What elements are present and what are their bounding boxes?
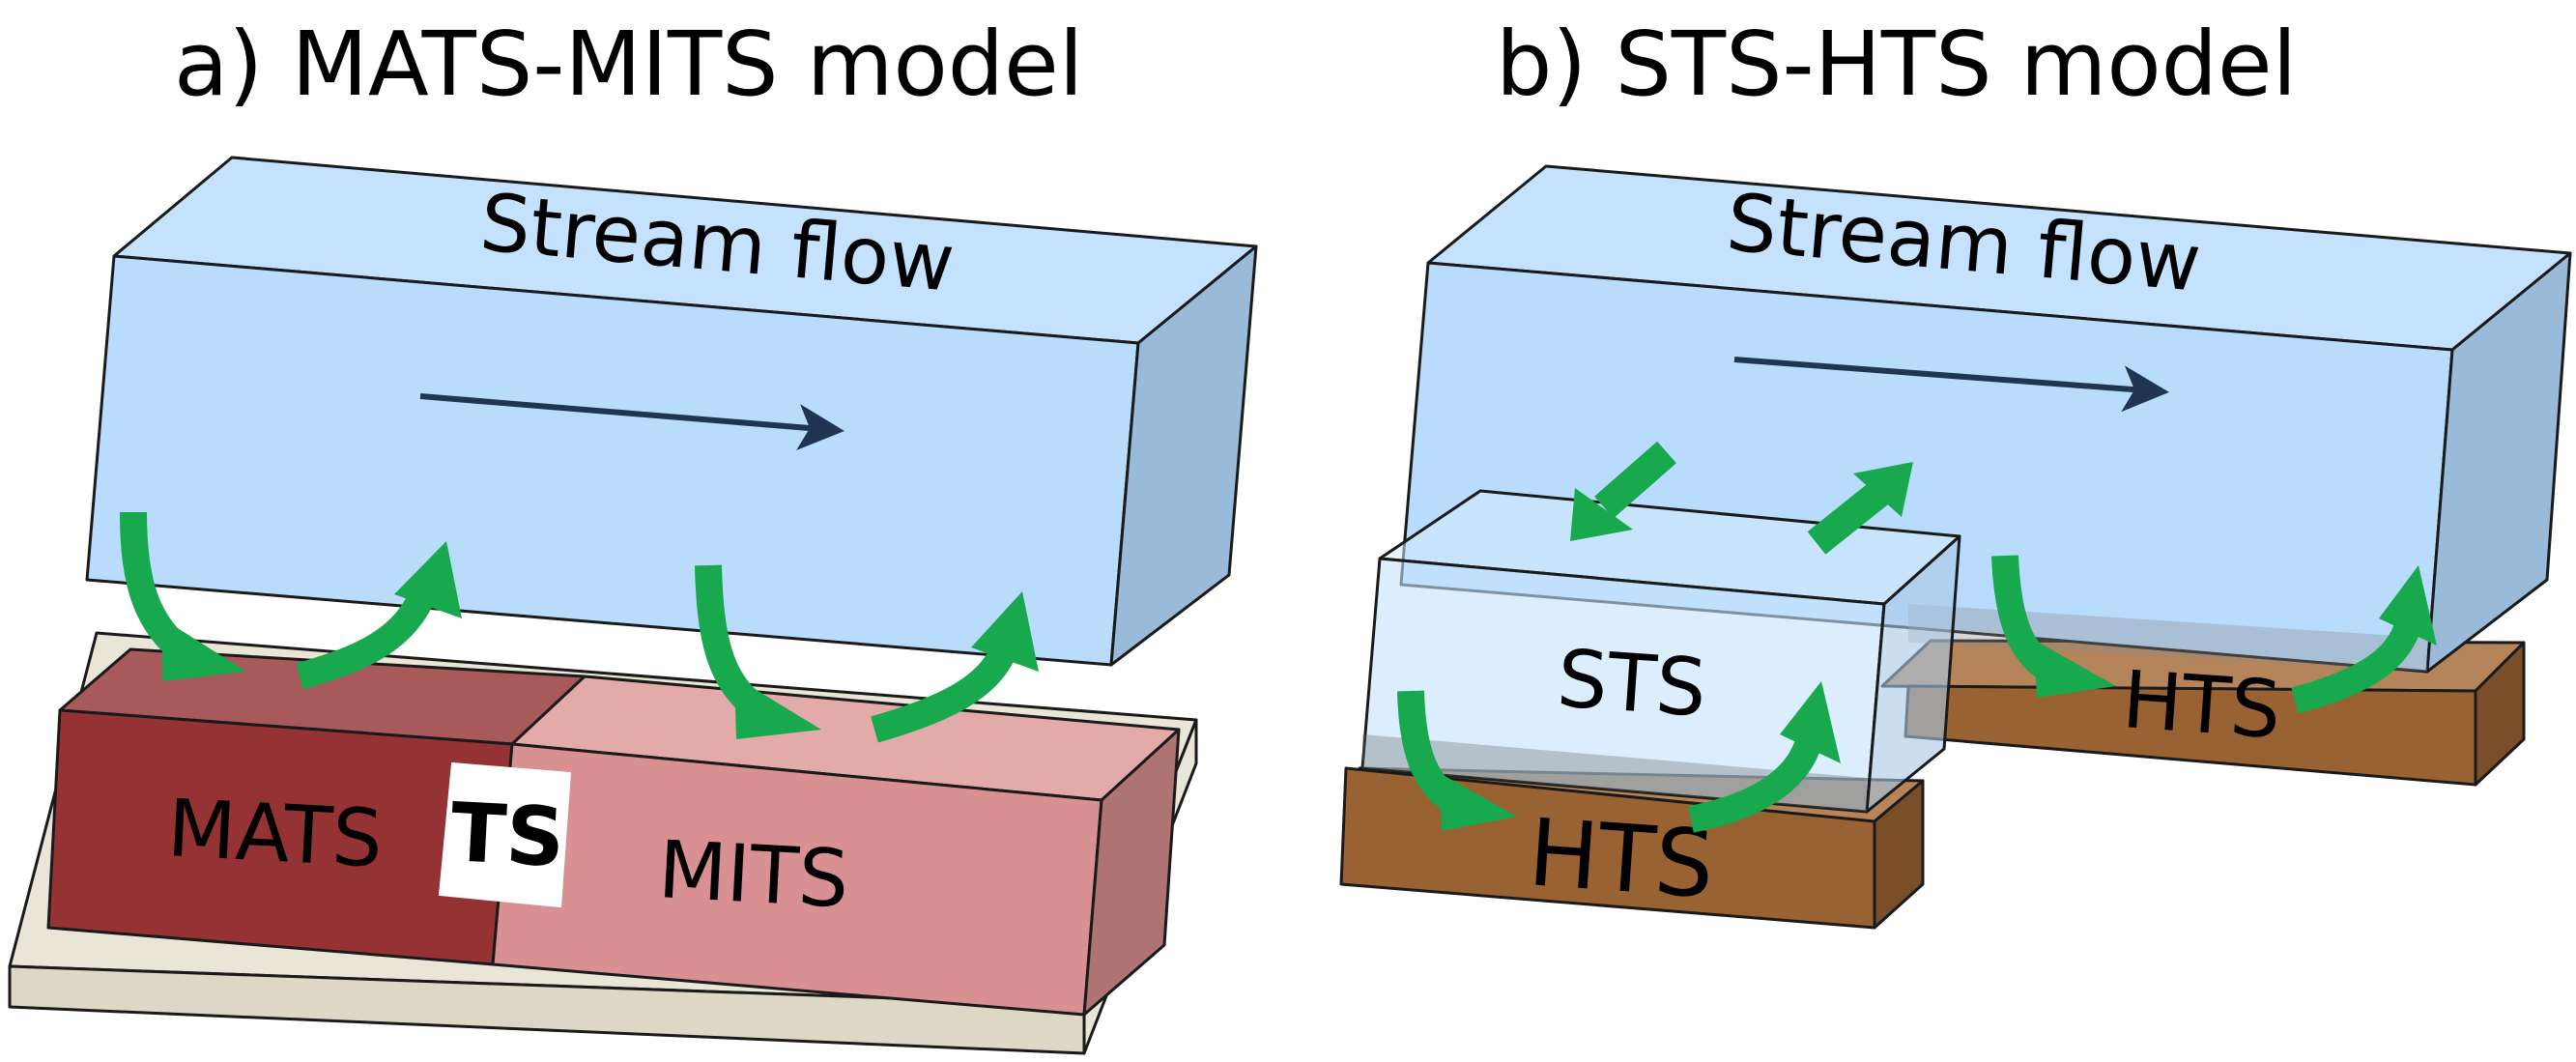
sts-side [1865,534,1961,814]
panel-a: MATS TS MITS Stream flow [8,156,1258,1055]
sediment-block [46,647,1181,1017]
ts-label: TS [448,785,567,885]
hts-front-label: HTS [1525,798,1717,919]
panel-a-title: a) MATS-MITS model [174,13,1083,116]
up-arrow-2-head [971,591,1039,672]
stream-down-arrow-head [2034,640,2116,698]
sts-down-arrow-head [1440,773,1517,831]
hts-front-side [1873,779,1925,930]
up-arrow-1-head [394,541,462,618]
mits-side [1082,728,1181,1017]
mats-label: MATS [165,783,385,886]
diag-up-arrow-head [1853,462,1913,517]
stream-box-a [85,156,1258,667]
diag-down-arrow [1594,441,1676,519]
up-arrow-1 [296,584,438,690]
stream-side-b [2425,251,2572,674]
mits-label: MITS [656,824,851,926]
exchange-arrows-b [1397,441,2437,833]
stream-side-a [1109,244,1258,667]
down-arrow-2-head [734,676,821,739]
up-arrow-2 [871,642,1018,743]
hts-back-side [2474,641,2526,787]
flow-arrow-b [1733,357,2169,413]
sts-up-arrow-head [1780,681,1841,763]
hts-back-overlap [1908,604,2427,672]
sts-label: STS [1555,633,1709,735]
diag-up-arrow [1807,481,1889,555]
ts-box [438,761,572,908]
down-arrow-1-head [162,618,246,681]
exchange-arrows-a [120,511,1039,743]
stream-up-arrow-head [2379,565,2437,646]
panel-b: Stream flow STS HTS HTS [1339,164,2572,930]
flow-arrow-a [419,393,844,450]
diag-down-arrow-head [1570,488,1633,541]
panel-b-title: b) STS-HTS model [1496,13,2297,116]
hts-back-label: HTS [2120,654,2284,757]
